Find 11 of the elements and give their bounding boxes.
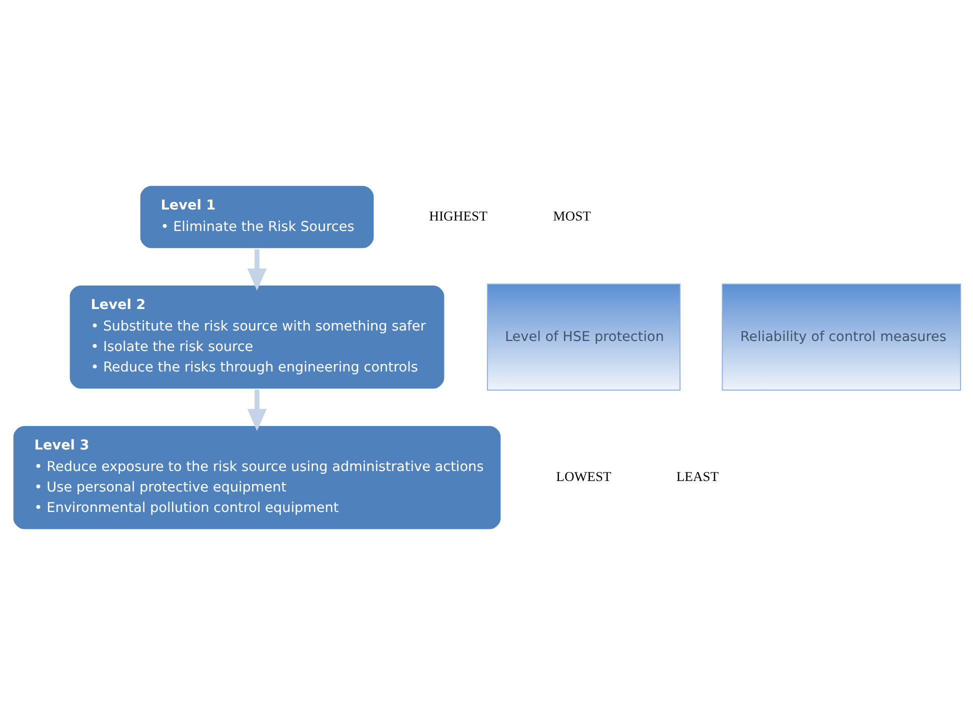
label: MOST — [553, 208, 591, 224]
node-box: Level 2 • Substitute the risk source with something safer • Isolate the risk source • Reduce the risks through engineering controls — [68, 284, 446, 391]
label: LEAST — [676, 469, 719, 484]
node-box: Reliability of control measures — [722, 284, 962, 391]
arrow — [247, 390, 267, 432]
node-box: Level of HSE protection — [486, 284, 680, 391]
arrow — [247, 249, 267, 291]
label: HIGHEST — [429, 208, 488, 224]
label: LOWEST — [556, 469, 612, 484]
node-box: Level 1 • Eliminate the Risk Sources — [138, 184, 376, 250]
node-box: Level 3 • Reduce exposure to the risk source using administrative actions • Use personal protective equipment • Environmental pollution control equipment — [11, 424, 503, 532]
